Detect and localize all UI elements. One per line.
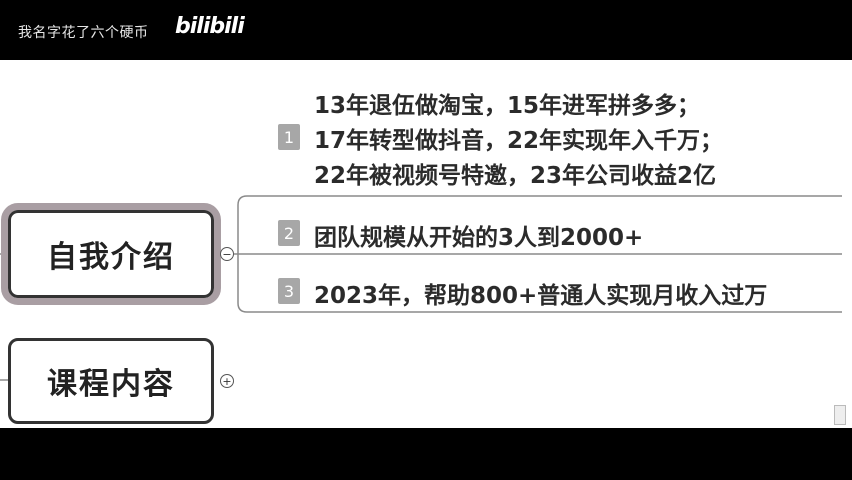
plus-circle-icon[interactable]: + bbox=[220, 374, 234, 388]
item-1-line-1[interactable]: 13年退伍做淘宝，15年进军拼多多； bbox=[314, 93, 701, 119]
item-1-line-3[interactable]: 22年被视频号特邀，23年公司收益2亿 bbox=[314, 163, 717, 189]
branch-item-3 bbox=[237, 254, 842, 313]
topic-self-intro[interactable]: 自我介绍 bbox=[1, 203, 221, 305]
topic-course-content[interactable]: 课程内容 bbox=[8, 338, 214, 424]
item-1-number: 1 bbox=[278, 124, 300, 150]
branch-item-1 bbox=[237, 195, 842, 254]
canvas-scroll-handle[interactable] bbox=[834, 405, 846, 425]
item-3-number: 3 bbox=[278, 278, 300, 304]
minus-circle-icon[interactable]: − bbox=[220, 247, 234, 261]
video-bottom-bar bbox=[0, 428, 852, 480]
item-3-text[interactable]: 2023年，帮助800+普通人实现月收入过万 bbox=[314, 283, 768, 309]
item-1-line-2[interactable]: 17年转型做抖音，22年实现年入千万； bbox=[314, 128, 724, 154]
video-top-bar: 我名字花了六个硬币 bilibili bbox=[0, 0, 852, 60]
item-2-text[interactable]: 团队规模从开始的3人到2000+ bbox=[314, 225, 644, 251]
bilibili-logo: bilibili bbox=[175, 14, 245, 39]
item-2-number: 2 bbox=[278, 220, 300, 246]
uploader-watermark: 我名字花了六个硬币 bbox=[18, 25, 149, 41]
